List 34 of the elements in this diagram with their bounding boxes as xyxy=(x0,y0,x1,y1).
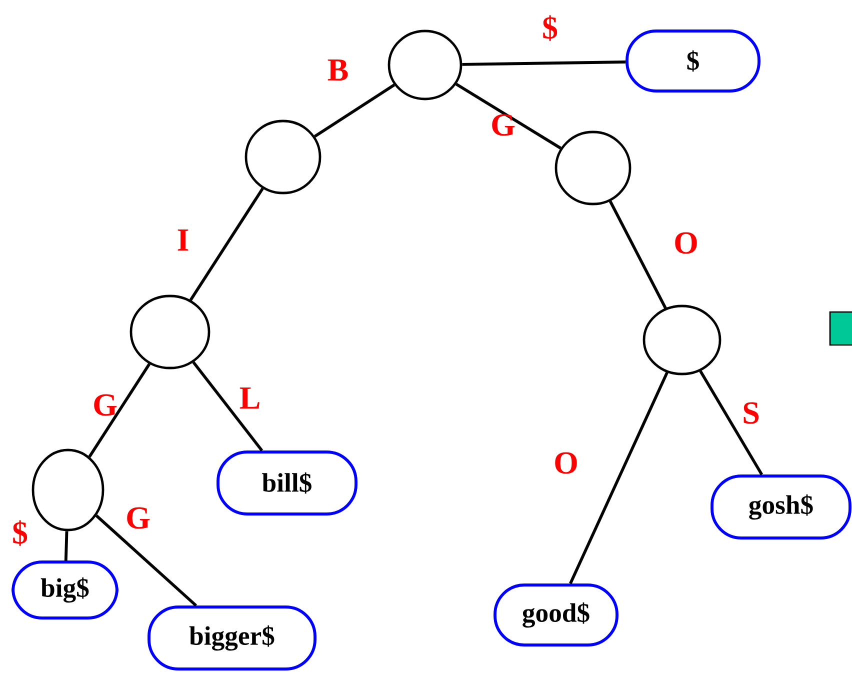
edge-label: G xyxy=(492,114,515,136)
edge-label: G xyxy=(94,394,117,416)
leaf-box: big$ xyxy=(12,560,118,620)
tree-node-circle xyxy=(32,448,104,532)
tree-edge xyxy=(699,370,764,476)
edge-label: $ xyxy=(543,15,558,41)
tree-edge xyxy=(189,188,264,301)
tree-node-circle xyxy=(388,30,462,100)
tree-edge xyxy=(88,363,151,458)
tree-edge xyxy=(462,60,626,66)
edge-label: S xyxy=(744,402,759,424)
leaf-box: gosh$ xyxy=(710,474,852,540)
edge-label: I xyxy=(178,230,188,250)
tree-edge xyxy=(192,361,264,452)
leaf-box: $ xyxy=(626,30,760,92)
tree-edge xyxy=(95,514,198,607)
edge-label: G xyxy=(127,507,150,529)
leaf-box: bigger$ xyxy=(148,606,316,670)
tree-edge xyxy=(569,372,668,584)
tree-node-circle xyxy=(130,294,210,370)
edge-label: O xyxy=(555,452,577,474)
edge-label: B xyxy=(328,59,348,81)
edge-label: O xyxy=(675,232,697,254)
tree-edge xyxy=(455,82,562,150)
edge-label: $ xyxy=(13,520,28,546)
tree-node-circle xyxy=(642,304,722,376)
leaf-box: good$ xyxy=(494,584,618,646)
tree-node-circle xyxy=(244,120,322,194)
tree-edge xyxy=(314,84,396,138)
tree-edge xyxy=(608,200,667,309)
tree-edge xyxy=(64,531,68,561)
leaf-box: bill$ xyxy=(216,450,358,516)
tree-node-circle xyxy=(554,130,632,206)
edge-label: L xyxy=(240,388,260,408)
